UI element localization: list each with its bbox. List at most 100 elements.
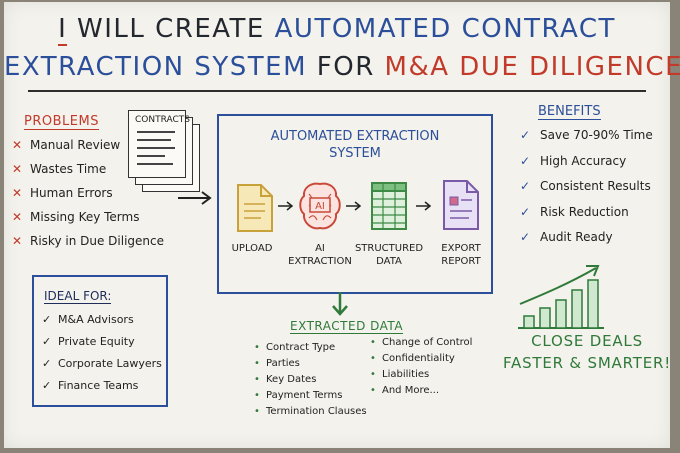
extracted-data-item: •Payment Terms [254, 390, 367, 406]
arrow-right-icon [416, 201, 432, 211]
benefit-item: ✓ Audit Ready [520, 230, 653, 256]
bullet-icon: • [254, 342, 260, 353]
extracted-data-list-2: •Change of Control •Confidentiality •Lia… [370, 337, 472, 401]
x-icon: ✕ [12, 162, 23, 176]
step-label-line-1: EXPORT [441, 243, 481, 254]
title-automated-contract: AUTOMATED CONTRACT [274, 14, 616, 44]
title-extraction-system: EXTRACTION SYSTEM [4, 52, 308, 82]
text-line [137, 147, 175, 149]
extracted-data-item: •Parties [254, 358, 367, 374]
problem-item: ✕Human Errors [12, 186, 164, 210]
arrow-right-icon [346, 201, 362, 211]
benefit-item: ✓Risk Reduction [520, 205, 653, 231]
x-icon: ✕ [12, 234, 23, 248]
extracted-data-list-1: • Contract Type •Parties • Key Dates •Paym… [254, 342, 367, 422]
benefit-item: ✓Save 70-90% Time [520, 128, 653, 154]
system-title-line-1: AUTOMATED EXTRACTION [270, 129, 440, 144]
check-icon: ✓ [520, 179, 531, 193]
problem-label: Human Errors [30, 186, 113, 200]
closing-line-1: CLOSE DEALS [531, 332, 643, 350]
extracted-data-item: • Key Dates [254, 374, 367, 390]
step-export-report: EXPORT REPORT [426, 242, 496, 268]
text-line [137, 131, 175, 133]
check-icon: ✓ [42, 313, 52, 326]
ideal-for-panel: IDEAL FOR: ✓ M&A Advisors ✓ Private Equity… [32, 275, 168, 407]
problem-label: Manual Review [30, 138, 121, 152]
growth-chart-icon [518, 265, 604, 329]
extracted-data-item: •Change of Control [370, 337, 472, 353]
check-icon: ✓ [42, 357, 52, 370]
problem-item: ✕Manual Review [12, 138, 164, 162]
check-icon: ✓ [520, 153, 531, 168]
ideal-for-item: ✓ Corporate Lawyers [42, 357, 162, 379]
problem-item: ✕Missing Key Terms [12, 210, 164, 234]
system-title-line-2: SYSTEM [329, 146, 381, 161]
report-icon [443, 180, 479, 230]
extracted-data-label: Termination Clauses [266, 406, 367, 417]
title-will-create: WILL CREATE [67, 14, 275, 44]
title-for: FOR [307, 52, 385, 82]
ideal-for-list: ✓ M&A Advisors ✓ Private Equity ✓ Corporate… [42, 313, 162, 401]
contract-page-front: CONTRACTS [128, 110, 190, 178]
ideal-for-heading: IDEAL FOR: [44, 289, 112, 304]
ideal-for-label: Private Equity [58, 335, 135, 348]
step-ai-extraction: AI EXTRACTION [285, 242, 355, 268]
benefit-label: High Accuracy [540, 153, 627, 168]
problem-label: Missing Key Terms [30, 210, 140, 224]
title-line-2: EXTRACTION SYSTEM FOR M&A DUE DILIGENCE [4, 52, 680, 82]
step-label-line-1: UPLOAD [231, 243, 273, 254]
ideal-for-label: M&A Advisors [58, 313, 134, 326]
spreadsheet-icon [371, 182, 407, 230]
step-label-line-1: STRUCTURED [354, 243, 424, 254]
text-line [137, 163, 173, 165]
bullet-icon: • [254, 406, 260, 417]
check-icon: ✓ [520, 230, 531, 244]
extracted-data-item: •Confidentiality [370, 353, 472, 369]
check-icon: ✓ [42, 335, 52, 348]
extracted-data-label: Change of Control [382, 337, 473, 348]
extracted-data-label: Liabilities [382, 369, 430, 380]
step-label-line-1: AI [315, 243, 325, 254]
benefit-label: Consistent Results [540, 179, 651, 193]
text-line [137, 155, 165, 157]
check-icon: ✓ [520, 128, 531, 142]
title-ma-due-diligence: M&A DUE DILIGENCE [384, 52, 680, 82]
arrow-right-icon [178, 191, 212, 205]
bullet-icon: • [254, 374, 260, 385]
benefits-heading: BENEFITS [538, 104, 601, 120]
extracted-data-label: And More... [382, 385, 440, 396]
bullet-icon: • [370, 353, 376, 364]
benefit-label: Audit Ready [540, 230, 613, 244]
extracted-data-item: • And More... [370, 385, 472, 401]
contracts-stack-icon: CONTRACTS [128, 110, 200, 192]
ideal-for-item: ✓ M&A Advisors [42, 313, 162, 335]
title-divider [28, 90, 646, 92]
problem-item: ✕Wastes Time [12, 162, 164, 186]
step-structured-data: STRUCTURED DATA [354, 242, 424, 268]
problem-label: Risky in Due Diligence [30, 234, 164, 248]
closing-line-2: FASTER & SMARTER! [502, 354, 672, 372]
ai-glyph: AI [315, 201, 325, 212]
benefit-item: ✓ Consistent Results [520, 179, 653, 205]
extracted-data-item: • Termination Clauses [254, 406, 367, 422]
step-label-line-2: EXTRACTION [288, 256, 352, 267]
ideal-for-item: ✓Finance Teams [42, 379, 162, 401]
arrow-right-icon [278, 201, 294, 211]
text-line [137, 139, 171, 141]
ideal-for-label: Corporate Lawyers [58, 357, 162, 370]
system-title: AUTOMATED EXTRACTION SYSTEM [219, 128, 491, 162]
benefit-label: Risk Reduction [540, 204, 629, 219]
problem-item: ✕ Risky in Due Diligence [12, 234, 164, 258]
ai-brain-icon: AI [299, 182, 341, 230]
document-icon [237, 184, 273, 232]
extracted-data-label: Key Dates [266, 374, 317, 385]
bullet-icon: • [254, 358, 260, 369]
extracted-data-label: Contract Type [266, 342, 336, 353]
ideal-for-item: ✓ Private Equity [42, 335, 162, 357]
benefits-list: ✓Save 70-90% Time ✓ High Accuracy ✓ Consis… [520, 128, 653, 256]
bullet-icon: • [370, 369, 376, 380]
step-label-line-2: DATA [376, 256, 402, 267]
extracted-data-item: • Liabilities [370, 369, 472, 385]
bullet-icon: • [370, 385, 376, 396]
step-upload: UPLOAD [217, 242, 287, 255]
